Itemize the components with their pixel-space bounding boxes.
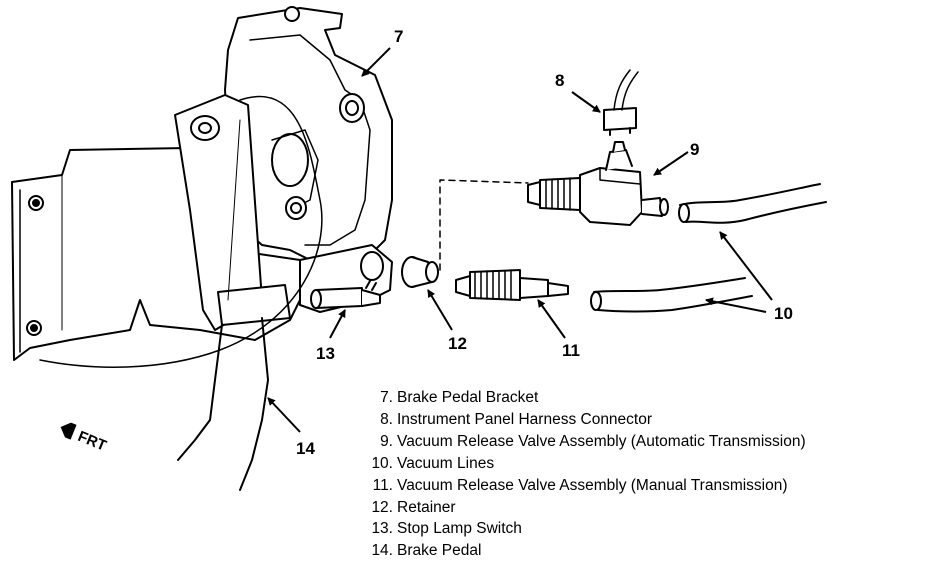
- legend-item: 12.Retainer: [371, 498, 456, 516]
- leader-11: [537, 299, 566, 339]
- wire-harness: [39, 95, 323, 368]
- brake-pedal-bracket: [224, 6, 393, 313]
- parts-legend: 7.Brake Pedal Bracket 8.Instrument Panel…: [346, 387, 806, 562]
- stop-lamp-switch: [310, 280, 381, 309]
- legend-item: 13.Stop Lamp Switch: [371, 520, 522, 538]
- legend-item: 8.Instrument Panel Harness Connector: [380, 410, 653, 428]
- leader-14: [267, 397, 301, 433]
- front-direction-indicator: FRT: [60, 422, 109, 455]
- leader-9: [653, 151, 689, 176]
- callout-12: 12: [448, 334, 467, 353]
- leader-7: [361, 47, 391, 77]
- front-label: FRT: [75, 428, 108, 455]
- harness-connector: [603, 69, 639, 136]
- leader-12: [427, 289, 453, 331]
- callout-14: 14: [296, 439, 315, 458]
- callout-10: 10: [774, 304, 793, 323]
- vacuum-release-valve-automatic: [527, 141, 669, 226]
- legend-item: 14.Brake Pedal: [371, 542, 482, 560]
- vacuum-release-valve-manual: [455, 269, 569, 301]
- callout-11: 11: [562, 341, 580, 360]
- leader-8: [571, 91, 601, 113]
- retainer: [401, 256, 439, 288]
- leader-10a: [719, 231, 773, 301]
- legend-item: 7.Brake Pedal Bracket: [380, 389, 539, 406]
- callout-13: 13: [316, 344, 335, 363]
- callout-8: 8: [555, 71, 564, 90]
- front-arrow-icon: [60, 422, 77, 440]
- alignment-line: [439, 179, 529, 271]
- vacuum-lines: [590, 183, 827, 313]
- leader-13: [329, 309, 346, 339]
- brake-pedal: [174, 94, 291, 491]
- legend-item: 9.Vacuum Release Valve Assembly (Automat…: [380, 432, 806, 450]
- legend-item: 11.Vacuum Release Valve Assembly (Manual…: [372, 476, 788, 494]
- leader-10b: [705, 297, 767, 313]
- callout-9: 9: [690, 140, 699, 159]
- callout-7: 7: [394, 27, 403, 46]
- legend-item: 10.Vacuum Lines: [371, 454, 495, 472]
